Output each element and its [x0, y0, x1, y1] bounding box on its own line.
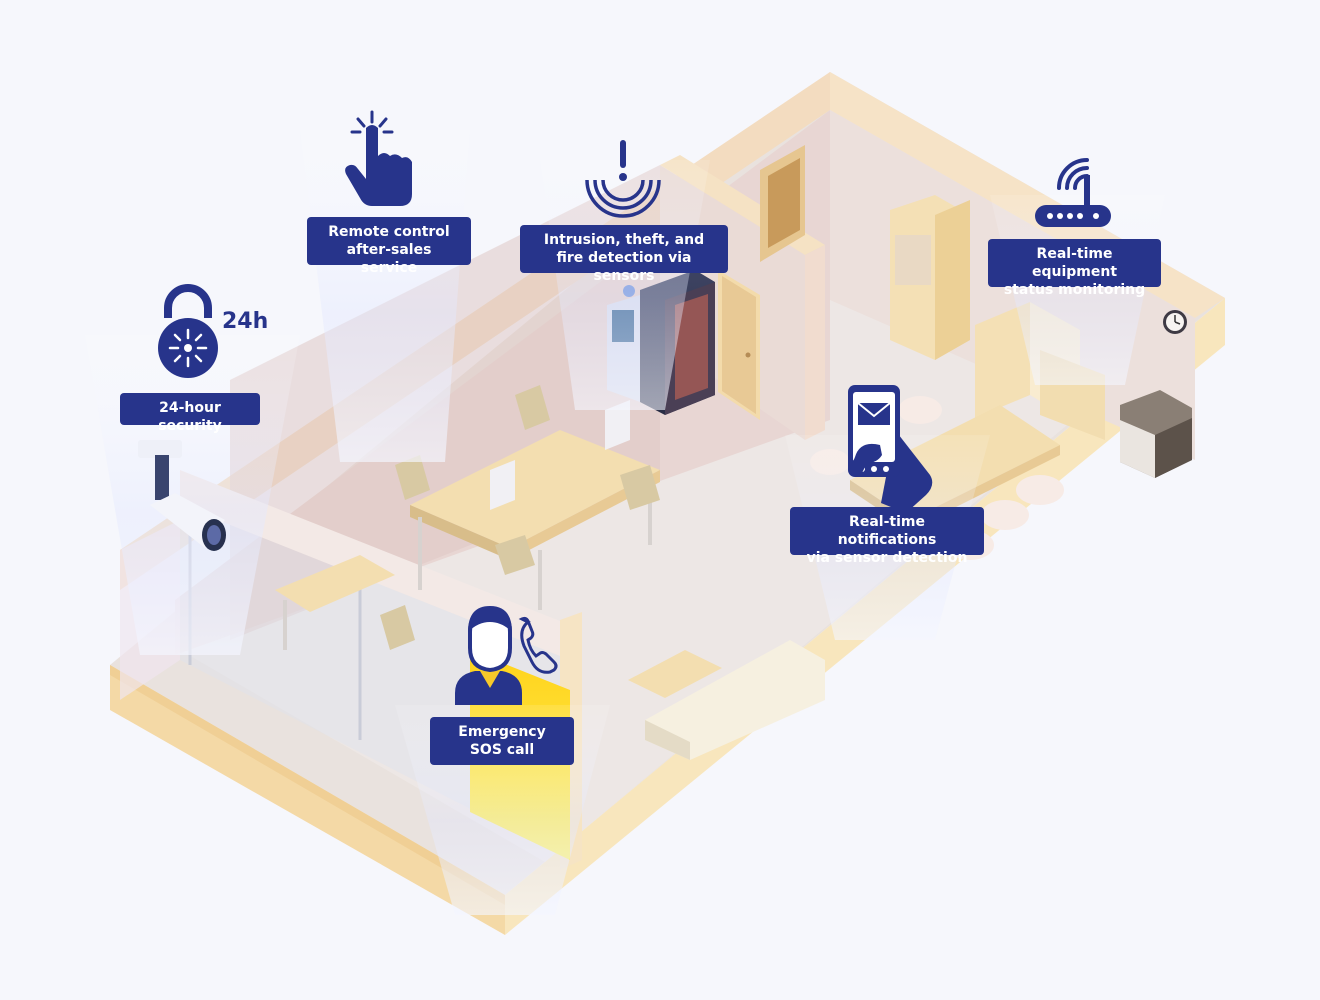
alarm-signal-icon [585, 140, 661, 218]
label-equipment-monitoring: Real-time equipment status monitoring [988, 239, 1161, 298]
label-remote-control: Remote control after-sales service [307, 217, 471, 276]
phone-message-icon [848, 385, 933, 513]
sofa-area [628, 640, 825, 760]
office-desks [275, 400, 660, 650]
label-24-hour-security: 24-hour security [120, 393, 260, 434]
label-sensor-detection: Intrusion, theft, and fire detection via… [520, 225, 728, 284]
router-wifi-icon [1035, 158, 1111, 227]
label-emergency-sos: Emergency SOS call [430, 717, 574, 765]
cctv-camera [138, 440, 226, 551]
chairs [380, 385, 660, 650]
padlock-24h-icon [158, 284, 218, 378]
label-realtime-notifications: Real-time notifications via sensor detec… [790, 507, 984, 566]
touch-hand-icon [345, 110, 412, 206]
photocopier [1120, 390, 1192, 478]
operator-phone-icon [455, 606, 558, 705]
wall-clock [1163, 310, 1187, 334]
24h-text: 24h [222, 309, 269, 334]
partition-wall [660, 145, 825, 440]
